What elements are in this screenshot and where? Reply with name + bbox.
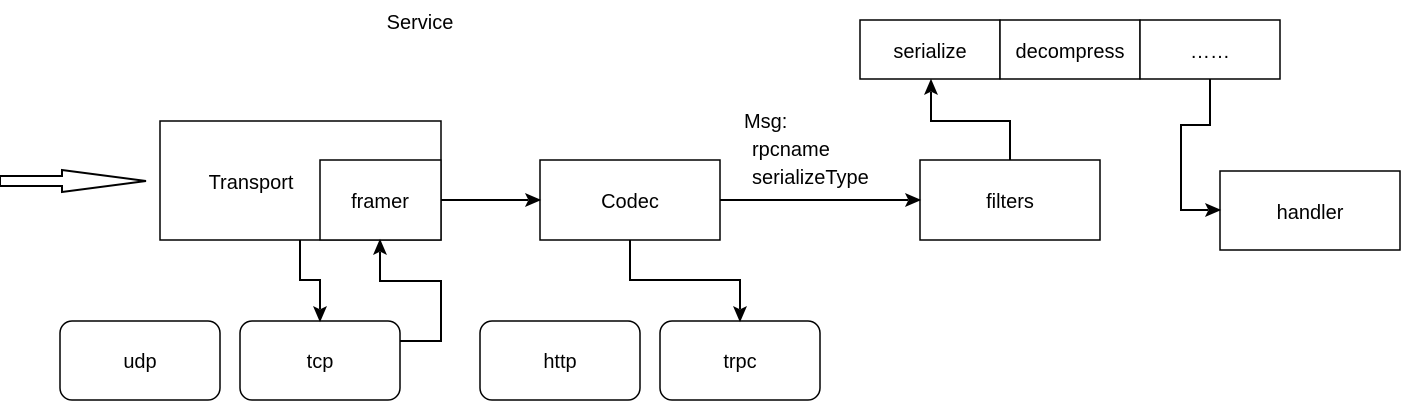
filter-chain-decompress-label: decompress	[1016, 41, 1125, 63]
trpc-label: trpc	[723, 351, 756, 373]
filter-chain-serialize-label: serialize	[893, 41, 966, 63]
chain-to-handler-edge	[1180, 79, 1211, 211]
framer-label: framer	[351, 191, 409, 213]
filter-chain-more-label: ……	[1190, 41, 1230, 63]
codec-to-filters-arrowhead	[904, 193, 922, 207]
msg-label-title: Msg:	[744, 111, 787, 133]
incoming-request-arrow	[0, 168, 147, 194]
codec-label: Codec	[601, 191, 659, 213]
udp-label: udp	[123, 351, 156, 373]
chain-to-handler-arrowhead	[1204, 203, 1222, 217]
transport-to-tcp-edge	[299, 240, 321, 309]
filters-to-serialize-edge	[930, 92, 1011, 160]
filters-label: filters	[986, 191, 1034, 213]
tcp-to-framer-arrowhead	[373, 238, 387, 256]
diagram-title: Service	[387, 12, 454, 34]
handler-label: handler	[1277, 202, 1344, 224]
framer-box	[319, 159, 442, 241]
framer-to-codec-arrowhead	[524, 193, 542, 207]
msg-label-serialize-type: serializeType	[752, 167, 869, 189]
udp-box	[59, 320, 221, 401]
http-box	[479, 320, 641, 401]
msg-label-rpcname: rpcname	[752, 139, 830, 161]
filter-chain-serialize-box	[859, 19, 1001, 80]
filters-to-serialize-arrowhead	[924, 78, 938, 96]
tcp-to-framer-edge	[379, 252, 442, 342]
codec-box	[539, 159, 721, 241]
tcp-label: tcp	[307, 351, 334, 373]
filter-chain-decompress-box	[999, 19, 1141, 80]
transport-label: Transport	[209, 172, 294, 194]
codec-to-trpc-arrowhead	[733, 305, 747, 323]
filters-box	[919, 159, 1101, 241]
codec-to-trpc-edge	[629, 240, 741, 309]
transport-to-tcp-arrowhead	[313, 305, 327, 323]
http-label: http	[543, 351, 576, 373]
